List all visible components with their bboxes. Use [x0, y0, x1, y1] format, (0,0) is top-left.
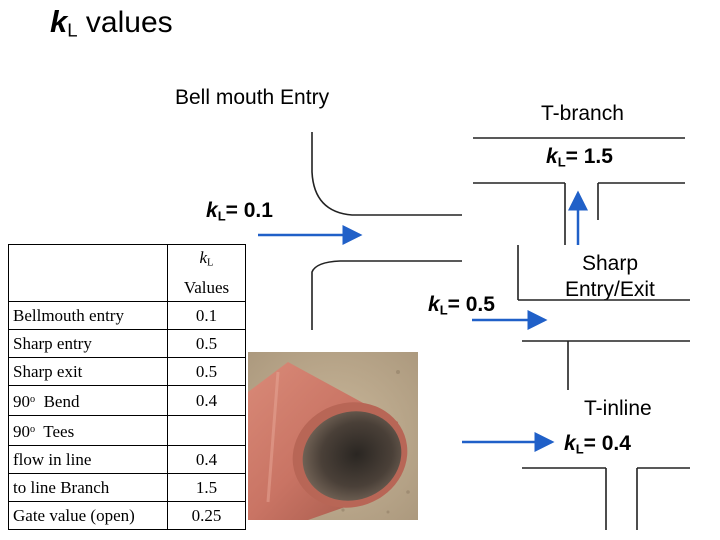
sharp-entry-exit-label: Sharp Entry/Exit [565, 251, 655, 303]
table-row: Sharp exit 0.5 [8, 357, 246, 386]
row-value: 0.4 [167, 445, 246, 475]
row-name-post: Tees [35, 422, 75, 442]
pipe-entry-wall [311, 260, 462, 330]
sharp-label-line1: Sharp [582, 252, 639, 275]
kl-sharp-sub: L [439, 302, 448, 318]
table-header-blank [8, 244, 168, 302]
tinline-label: T-inline [584, 397, 652, 420]
kl-tinline-number: = 0.4 [583, 432, 631, 455]
table-row: 90o Tees [8, 415, 246, 447]
row-name-post: Bend [35, 392, 80, 412]
table-header-row: kL Values [8, 244, 246, 302]
kl-tbranch-k: k [546, 145, 558, 168]
tbranch-label: T-branch [541, 102, 624, 125]
row-value: 0.5 [167, 357, 246, 386]
row-name: Sharp exit [8, 357, 168, 386]
row-value: 0.1 [167, 301, 246, 330]
kl-bell-k: k [206, 199, 218, 222]
kl-tbranch-value: kL= 1.5 [546, 145, 613, 169]
kl-tbranch-number: = 1.5 [565, 145, 613, 168]
row-name: 90o Tees [8, 415, 168, 447]
table-header-values: kL Values [167, 244, 246, 302]
title-text: values [77, 6, 173, 39]
kl-sharp-k: k [428, 293, 440, 316]
table-header-line2: Values [183, 277, 230, 297]
kl-sharp-number: = 0.5 [447, 293, 495, 316]
kl-tinline-k: k [564, 432, 576, 455]
row-value: 1.5 [167, 473, 246, 503]
row-name-pre: 90 [13, 392, 30, 412]
row-name: to line Branch [8, 473, 168, 503]
row-value: 0.4 [167, 384, 246, 417]
kl-bell-number: = 0.1 [225, 199, 273, 222]
kl-sharp-value: kL= 0.5 [428, 293, 495, 317]
title-k-symbol: k [50, 4, 68, 39]
bell-mouth-label: Bell mouth Entry [175, 86, 330, 109]
table-row: Sharp entry 0.5 [8, 329, 246, 358]
row-name: flow in line [8, 445, 168, 475]
table-row: flow in line 0.4 [8, 445, 246, 475]
title-k-subscript: L [67, 19, 78, 41]
kl-bell-value: kL= 0.1 [206, 199, 273, 223]
kl-tinline-value: kL= 0.4 [564, 432, 631, 456]
table-header-k: k [199, 248, 208, 268]
row-name: Bellmouth entry [8, 301, 168, 330]
sharp-label-line2: Entry/Exit [565, 278, 655, 301]
degree-sup: o [30, 394, 36, 405]
row-name: Sharp entry [8, 329, 168, 358]
kl-tinline-sub: L [575, 441, 584, 457]
bell-mouth-wall [311, 132, 462, 216]
table-row: to line Branch 1.5 [8, 473, 246, 503]
row-value: 0.25 [167, 501, 246, 531]
table-row: Gate value (open) 0.25 [8, 501, 246, 531]
row-name: Gate value (open) [8, 501, 168, 531]
pipe-photo [248, 352, 418, 520]
table-row: Bellmouth entry 0.1 [8, 301, 246, 330]
kl-values-table: kL Values Bellmouth entry 0.1 Sharp entr… [8, 244, 246, 531]
kl-tbranch-sub: L [557, 154, 566, 170]
table-row: 90o Bend 0.4 [8, 384, 246, 417]
row-value: 0.5 [167, 329, 246, 358]
table-header-sub: L [207, 257, 214, 269]
kl-bell-sub: L [217, 208, 226, 224]
degree-sup: o [30, 424, 36, 436]
row-value [167, 415, 246, 447]
page-title: kL values [50, 4, 173, 42]
row-name-pre: 90 [13, 422, 30, 442]
row-name: 90o Bend [8, 384, 168, 417]
